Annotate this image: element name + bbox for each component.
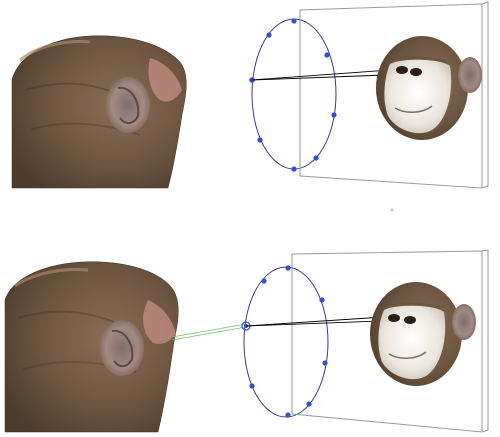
calibration-point <box>306 401 311 406</box>
calibration-point <box>319 297 324 302</box>
observer-monkey-head-bottom <box>5 262 178 432</box>
calibration-point <box>249 383 254 388</box>
ear-icon <box>100 320 144 376</box>
calibration-point <box>257 137 262 142</box>
calibration-point <box>313 155 318 160</box>
panel-top <box>12 2 488 212</box>
eye-rays-bottom <box>172 324 246 340</box>
stimulus-monkey-face-top <box>376 36 482 140</box>
calibration-ellipse-top <box>249 18 336 171</box>
calibration-point <box>331 112 336 117</box>
stray-dot <box>391 209 394 212</box>
ear-icon <box>106 77 150 133</box>
calibration-point <box>285 265 290 270</box>
calibration-point <box>266 32 271 37</box>
observer-monkey-head-top <box>12 36 186 188</box>
calibration-point <box>291 18 296 23</box>
calibration-point <box>261 278 266 283</box>
calibration-ellipse-bottom <box>242 265 328 417</box>
calibration-point <box>291 166 296 171</box>
calibration-point <box>285 412 290 417</box>
calibration-point <box>322 360 327 365</box>
stimulus-monkey-face-bottom <box>370 282 476 386</box>
calibration-point <box>324 52 329 57</box>
panel-bottom <box>5 250 488 432</box>
